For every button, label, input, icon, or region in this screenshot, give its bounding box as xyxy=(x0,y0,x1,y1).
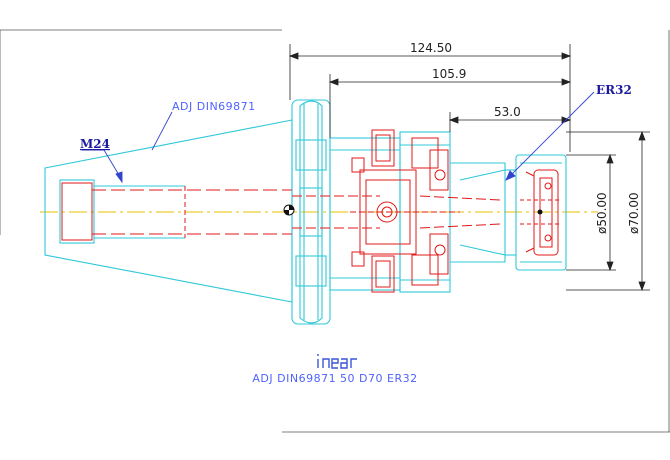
brand-logo xyxy=(317,354,357,369)
frame-lines xyxy=(0,29,670,433)
adjustment-screws xyxy=(350,129,460,293)
center-markers xyxy=(283,204,543,216)
dimension-lines xyxy=(288,44,650,292)
callout-standard: ADJ DIN69871 xyxy=(172,100,256,113)
collet-nut-internal xyxy=(520,169,560,256)
dim-nut-length: 53.0 xyxy=(494,105,521,119)
callout-collet: ER32 xyxy=(596,83,632,97)
callout-thread: M24 xyxy=(80,137,110,151)
dim-flange-to-end: 105.9 xyxy=(432,67,466,81)
dim-diameter-nut: ø50.00 xyxy=(595,192,609,234)
internal-bore xyxy=(61,182,501,241)
dim-diameter-flange: ø70.00 xyxy=(627,192,641,234)
leader-lines xyxy=(82,91,595,184)
dim-overall-length: 124.50 xyxy=(410,41,452,55)
part-caption: ADJ DIN69871 50 D70 ER32 xyxy=(252,372,418,385)
